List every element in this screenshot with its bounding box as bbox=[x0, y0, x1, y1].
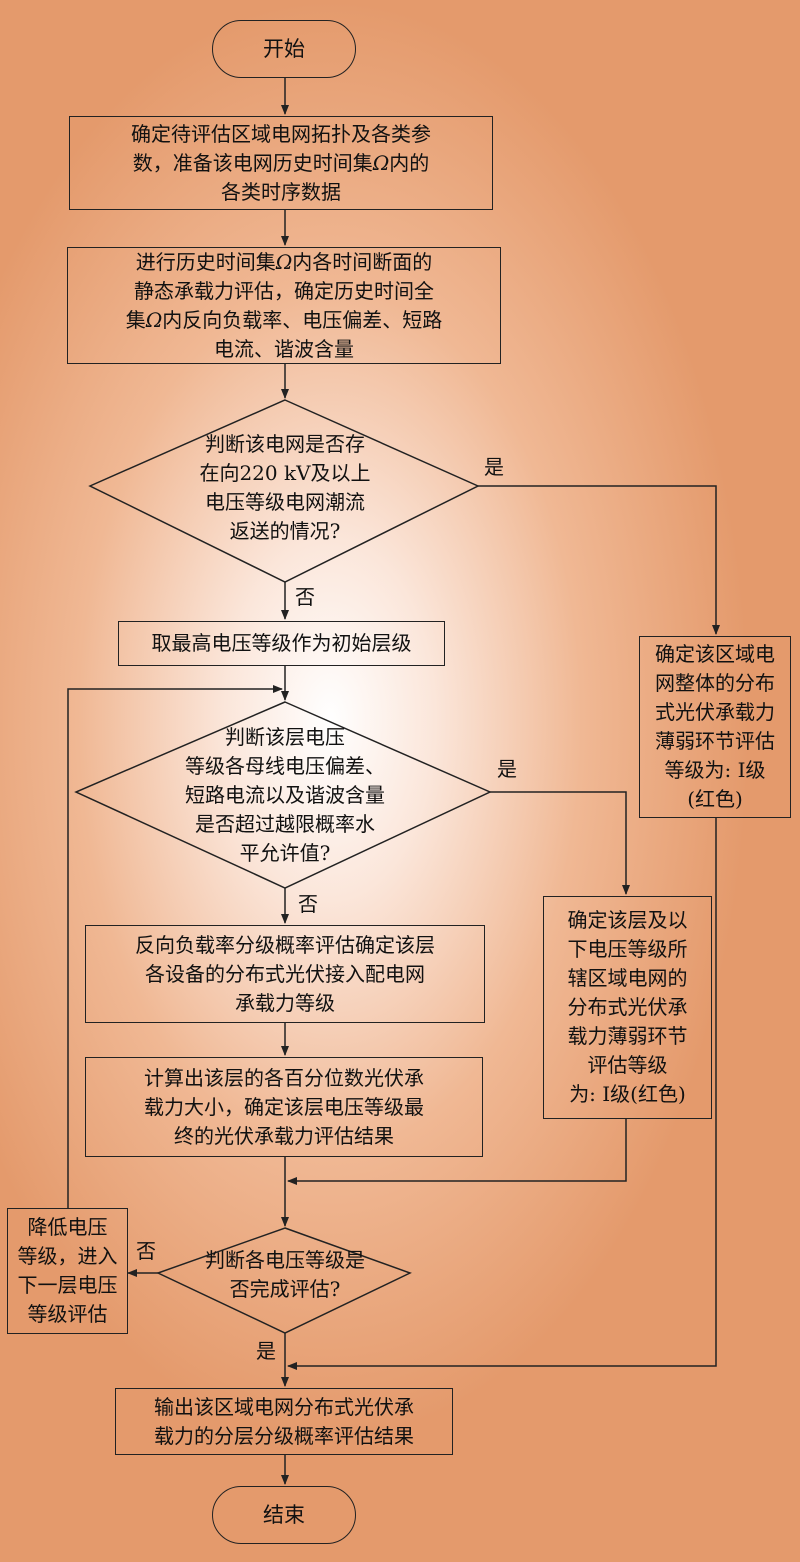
end-terminal: 结束 bbox=[212, 1486, 356, 1544]
box-percentile-line: 载力大小，确定该层电压等级最 bbox=[144, 1094, 424, 1119]
box-grade-layer-line: 载力薄弱环节 bbox=[567, 1024, 688, 1048]
label-no-all-done: 否 bbox=[136, 1239, 156, 1263]
box-grade-layer-line: 下电压等级所 bbox=[567, 937, 688, 961]
box-lower-level-line: 等级评估 bbox=[27, 1302, 108, 1326]
label-yes-all-done: 是 bbox=[256, 1339, 276, 1363]
box-percentile: 计算出该层的各百分位数光伏承 载力大小，确定该层电压等级最 终的光伏承载力评估结… bbox=[85, 1057, 483, 1157]
arrow-loop-back bbox=[67, 685, 283, 1208]
decision-reverse-line: 电压等级电网潮流 bbox=[205, 490, 365, 514]
box-topology-line3: 各类时序数据 bbox=[221, 179, 341, 204]
arrow-grade-layer-to-main bbox=[287, 1119, 627, 1185]
box-reverse-load: 反向负载率分级概率评估确定该层 各设备的分布式光伏接入配电网 承载力等级 bbox=[85, 925, 485, 1023]
box-grade-layer-line: 评估等级 bbox=[587, 1053, 668, 1077]
decision-layer-shape bbox=[74, 701, 492, 889]
box-static-line2: 静态承载力评估，确定历史时间全 bbox=[134, 278, 434, 303]
box-lower-level-line: 等级，进入 bbox=[17, 1244, 118, 1268]
box-reverse-load-line: 承载力等级 bbox=[235, 990, 335, 1015]
box-static-line3a: 集 bbox=[125, 307, 146, 332]
box-percentile-line: 计算出该层的各百分位数光伏承 bbox=[144, 1065, 424, 1090]
box-grade-whole-line: 等级为: Ⅰ级 bbox=[664, 758, 766, 782]
box-lower-level-line: 降低电压 bbox=[27, 1215, 108, 1239]
box-grade-whole-line: 式光伏承载力 bbox=[655, 700, 775, 724]
decision-layer-line: 短路电流以及谐波含量 bbox=[185, 782, 385, 807]
decision-reverse-line: 判断该电网是否存 bbox=[205, 432, 365, 456]
decision-reverse-line: 返送的情况? bbox=[229, 519, 341, 543]
start-label: 开始 bbox=[263, 36, 305, 61]
box-output-line: 输出该区域电网分布式光伏承 bbox=[154, 1394, 414, 1419]
label-no-reverse: 否 bbox=[295, 585, 315, 609]
box-initial-level-text: 取最高电压等级作为初始层级 bbox=[151, 631, 412, 655]
box-grade-whole-line: 薄弱环节评估 bbox=[655, 729, 775, 753]
label-yes-layer: 是 bbox=[497, 757, 517, 781]
box-topology-line2a: 数，准备该电网历史时间集 bbox=[132, 150, 373, 175]
label-no-layer: 否 bbox=[298, 892, 318, 916]
box-output-line: 载力的分层分级概率评估结果 bbox=[154, 1423, 414, 1448]
box-static-line1b: 内各时间断面的 bbox=[292, 249, 433, 274]
box-initial-level: 取最高电压等级作为初始层级 bbox=[118, 621, 445, 666]
box-topology-line2b: 内的 bbox=[389, 150, 430, 175]
decision-reverse-text: 判断该电网是否存 在向220 kV及以上 电压等级电网潮流 返送的情况? bbox=[170, 428, 400, 548]
box-static-assessment: 进行历史时间集Ω内各时间断面的 静态承载力评估，确定历史时间全 集Ω内反向负载率… bbox=[67, 247, 501, 364]
label-yes-reverse: 是 bbox=[484, 455, 504, 479]
start-terminal: 开始 bbox=[212, 20, 356, 78]
arrow-layer-yes bbox=[490, 791, 630, 895]
decision-reverse-line: 在向220 kV及以上 bbox=[199, 461, 371, 485]
box-grade-layer-line: 辖区域电网的 bbox=[567, 966, 688, 990]
decision-all-done-line: 否完成评估? bbox=[229, 1277, 341, 1301]
box-grade-layer-line: 确定该层及以 bbox=[567, 908, 688, 932]
decision-all-done-line: 判断各电压等级是 bbox=[205, 1248, 365, 1272]
box-static-line1a: 进行历史时间集 bbox=[135, 249, 276, 274]
end-label: 结束 bbox=[263, 1502, 305, 1527]
arrow-reverse-yes bbox=[478, 485, 720, 635]
decision-layer-line: 等级各母线电压偏差、 bbox=[185, 753, 385, 778]
box-lower-level: 降低电压 等级，进入 下一层电压 等级评估 bbox=[7, 1208, 128, 1334]
box-grade-whole-line: 确定该区域电 bbox=[655, 642, 775, 666]
box-grade-layer-line: 分布式光伏承 bbox=[567, 995, 688, 1019]
arrow-grade-whole-to-output bbox=[287, 818, 717, 1370]
box-grade-whole-line: (红色) bbox=[687, 787, 743, 811]
box-grade-whole-line: 网整体的分布 bbox=[655, 671, 775, 695]
omega-symbol: Ω bbox=[372, 150, 390, 175]
decision-layer-line: 判断该层电压 bbox=[225, 724, 345, 749]
box-reverse-load-line: 反向负载率分级概率评估确定该层 bbox=[135, 932, 435, 957]
box-lower-level-line: 下一层电压 bbox=[17, 1273, 118, 1297]
omega-symbol: Ω bbox=[145, 307, 163, 332]
decision-layer-line: 是否超过越限概率水 bbox=[195, 811, 375, 836]
omega-symbol: Ω bbox=[275, 249, 293, 274]
box-static-line4: 电流、谐波含量 bbox=[214, 336, 354, 361]
box-reverse-load-line: 各设备的分布式光伏接入配电网 bbox=[145, 961, 425, 986]
decision-reverse-shape bbox=[88, 399, 480, 583]
decision-layer-text: 判断该层电压 等级各母线电压偏差、 短路电流以及谐波含量 是否超过越限概率水 平… bbox=[155, 720, 415, 870]
box-percentile-line: 终的光伏承载力评估结果 bbox=[174, 1123, 394, 1148]
decision-layer-line: 平允许值? bbox=[239, 840, 331, 865]
box-topology: 确定待评估区域电网拓扑及各类参 数，准备该电网历史时间集Ω内的 各类时序数据 bbox=[69, 116, 493, 210]
box-output: 输出该区域电网分布式光伏承 载力的分层分级概率评估结果 bbox=[115, 1388, 453, 1455]
box-grade-whole: 确定该区域电 网整体的分布 式光伏承载力 薄弱环节评估 等级为: Ⅰ级 (红色) bbox=[639, 636, 791, 818]
box-grade-layer: 确定该层及以 下电压等级所 辖区域电网的 分布式光伏承 载力薄弱环节 评估等级 … bbox=[543, 896, 712, 1119]
box-topology-line1: 确定待评估区域电网拓扑及各类参 bbox=[131, 121, 431, 146]
decision-all-done-shape bbox=[156, 1227, 412, 1334]
box-grade-layer-line: 为: Ⅰ级(红色) bbox=[569, 1082, 686, 1106]
decision-all-done-text: 判断各电压等级是 否完成评估? bbox=[185, 1244, 385, 1306]
box-static-line3b: 内反向负载率、电压偏差、短路 bbox=[162, 307, 443, 332]
